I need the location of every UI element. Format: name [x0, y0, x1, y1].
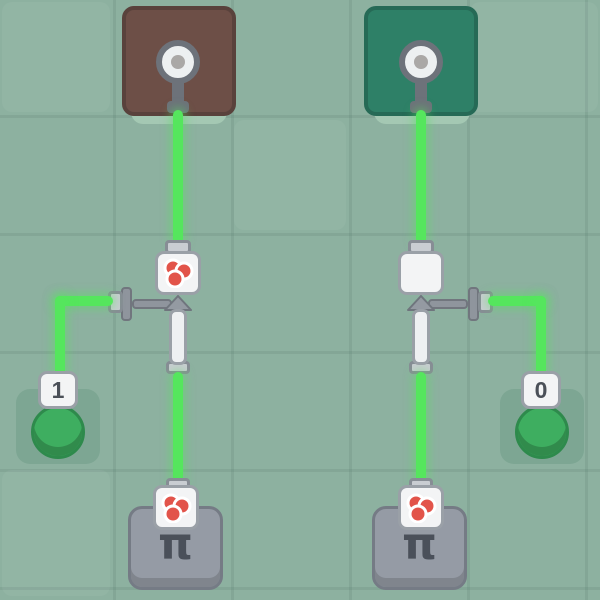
valve-filter-box-right[interactable]	[398, 251, 444, 295]
valve-piston-left[interactable]	[169, 309, 187, 365]
wire-left-horizontal	[55, 296, 113, 306]
cherries-icon	[406, 493, 437, 523]
cherries-icon	[163, 258, 194, 288]
beam-segment-right-lower	[416, 372, 426, 490]
emitter-filter-box-left	[153, 485, 199, 530]
receiver-stem	[172, 78, 184, 106]
emitter-tile-left: π	[128, 506, 223, 590]
push-button-left[interactable]	[31, 405, 85, 459]
push-button-right[interactable]	[515, 405, 569, 459]
valve-piston-right[interactable]	[412, 309, 430, 365]
cherries-icon	[161, 493, 192, 523]
lens-center	[171, 55, 185, 69]
receiver-stem-base	[410, 101, 432, 113]
beam-segment-left-upper	[173, 110, 183, 244]
beam-segment-right-upper	[416, 110, 426, 244]
receiver-stem	[415, 78, 427, 106]
wire-right-vertical	[536, 296, 546, 378]
wire-right-horizontal	[488, 296, 546, 306]
button-label-tile-left[interactable]: 1	[38, 371, 78, 409]
background-texture	[2, 470, 110, 596]
emitter-filter-box-right	[398, 485, 444, 530]
lens-icon	[399, 40, 443, 84]
background-texture	[470, 2, 598, 112]
lens-icon	[156, 40, 200, 84]
button-label-tile-right[interactable]: 0	[521, 371, 561, 409]
background-texture	[234, 120, 346, 230]
valve-filter-box-left[interactable]	[155, 251, 201, 295]
lens-center	[414, 55, 428, 69]
receiver-stem-base	[167, 101, 189, 113]
beam-segment-left-lower	[173, 372, 183, 490]
wire-left-vertical	[55, 296, 65, 378]
background-texture	[2, 2, 110, 112]
